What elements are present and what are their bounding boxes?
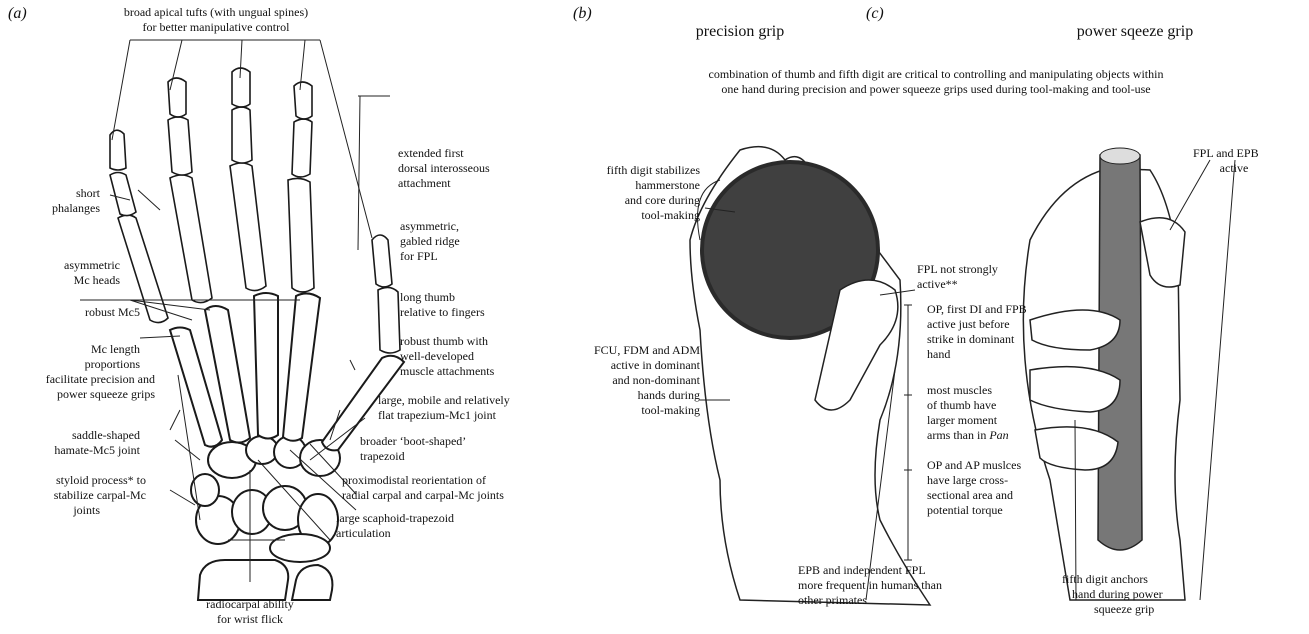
radius-bone	[198, 560, 288, 600]
label-proximodistal-1: proximodistal reorientation of	[342, 473, 486, 488]
label-mc-length-1: Mc length	[20, 342, 140, 357]
middle-phalanges	[110, 107, 312, 216]
label-fcu-4: hands during	[550, 388, 700, 403]
label-saddle-1: saddle-shaped	[20, 428, 140, 443]
caption-line-1: combination of thumb and fifth digit are…	[596, 67, 1276, 82]
label-opap-2: have large cross-	[927, 473, 1008, 488]
metacarpal-bones	[170, 293, 404, 450]
label-most-1: most muscles	[927, 383, 992, 398]
label-fcu-3: and non-dominant	[550, 373, 700, 388]
label-boot-1: broader ‘boot-shaped’	[360, 434, 466, 449]
label-op-1: OP, first DI and FPB	[927, 302, 1027, 317]
label-most-2: of thumb have	[927, 398, 996, 413]
label-interosseous-1: extended first	[398, 146, 464, 161]
label-anchor-1: fifth digit anchors	[1062, 572, 1148, 587]
precision-grip-title: precision grip	[660, 22, 820, 42]
label-scaphoid-2: articulation	[336, 526, 391, 541]
label-mc-length-4: power squeeze grips	[0, 387, 155, 402]
label-fcu-2: active in dominant	[550, 358, 700, 373]
label-epb-3: other primates	[798, 593, 867, 608]
label-mc-heads-2: Mc heads	[40, 273, 120, 288]
label-fifth-digit-1: fifth digit stabilizes	[560, 163, 700, 178]
label-short-2: phalanges	[20, 201, 100, 216]
label-ridge-3: for FPL	[400, 249, 438, 264]
label-styloid-2: stabilize carpal-Mc	[20, 488, 146, 503]
label-opap-3: sectional area and	[927, 488, 1013, 503]
label-op-3: strike in dominant	[927, 332, 1014, 347]
panel-label-a: (a)	[8, 6, 27, 21]
label-styloid-3: joints	[20, 503, 100, 518]
label-opap-4: potential torque	[927, 503, 1003, 518]
label-most-3: larger moment	[927, 413, 997, 428]
label-op-2: active just before	[927, 317, 1010, 332]
label-mc-length-2: proportions	[20, 357, 140, 372]
label-tufts-2: for better manipulative control	[86, 20, 346, 35]
label-interosseous-2: dorsal interosseous	[398, 161, 490, 176]
label-epb-1: EPB and independent FPL	[798, 563, 926, 578]
cylinder-object	[1098, 155, 1142, 550]
ulna-bone	[292, 565, 332, 600]
label-fifth-digit-3: and core during	[560, 193, 700, 208]
label-proximodistal-2: radial carpal and carpal-Mc joints	[342, 488, 504, 503]
precision-grip-drawing	[690, 147, 930, 605]
label-fpl-epb-2: active	[1193, 161, 1275, 176]
label-ridge-1: asymmetric,	[400, 219, 459, 234]
label-robust-mc5: robust Mc5	[30, 305, 140, 320]
label-fcu-5: tool-making	[550, 403, 700, 418]
label-anchor-3: squeeze grip	[1094, 602, 1154, 617]
label-robust-thumb-2: well-developed	[400, 349, 474, 364]
label-opap-1: OP and AP muslces	[927, 458, 1021, 473]
label-trapezium-2: flat trapezium-Mc1 joint	[378, 408, 496, 423]
label-scaphoid-1: large scaphoid-trapezoid	[336, 511, 454, 526]
label-fpl-not-active-2: active**	[917, 277, 958, 292]
label-robust-thumb-1: robust thumb with	[400, 334, 488, 349]
label-fpl-not-active-1: FPL not strongly	[917, 262, 998, 277]
label-radiocarpal-2: for wrist flick	[170, 612, 330, 627]
label-boot-2: trapezoid	[360, 449, 405, 464]
label-trapezium-1: large, mobile and relatively	[378, 393, 510, 408]
label-fifth-digit-2: hammerstone	[560, 178, 700, 193]
label-anchor-2: hand during power	[1072, 587, 1163, 602]
label-long-thumb-1: long thumb	[400, 290, 455, 305]
label-fpl-epb-1: FPL and EPB	[1193, 146, 1259, 161]
label-long-thumb-2: relative to fingers	[400, 305, 485, 320]
label-fcu-1: FCU, FDM and ADM	[550, 343, 700, 358]
carpal-bones	[191, 436, 340, 562]
label-fifth-digit-4: tool-making	[560, 208, 700, 223]
label-saddle-2: hamate-Mc5 joint	[20, 443, 140, 458]
panel-label-b: (b)	[573, 6, 592, 21]
label-ridge-2: gabled ridge	[400, 234, 460, 249]
label-mc-length-3: facilitate precision and	[0, 372, 155, 387]
label-interosseous-3: attachment	[398, 176, 451, 191]
label-epb-2: more frequent in humans than	[798, 578, 942, 593]
label-op-4: hand	[927, 347, 950, 362]
power-grip-drawing	[1023, 148, 1235, 600]
label-most-4: arms than in Pan	[927, 428, 1009, 443]
label-radiocarpal-1: radiocarpal ability	[170, 597, 330, 612]
label-short-1: short	[20, 186, 100, 201]
power-grip-title: power sqeeze grip	[1040, 22, 1230, 42]
label-robust-thumb-3: muscle attachments	[400, 364, 494, 379]
label-styloid-1: styloid process* to	[20, 473, 146, 488]
label-mc-heads-1: asymmetric	[40, 258, 120, 273]
caption-line-2: one hand during precision and power sque…	[596, 82, 1276, 97]
label-tufts-1: broad apical tufts (with ungual spines)	[86, 5, 346, 20]
panel-label-c: (c)	[866, 6, 884, 21]
